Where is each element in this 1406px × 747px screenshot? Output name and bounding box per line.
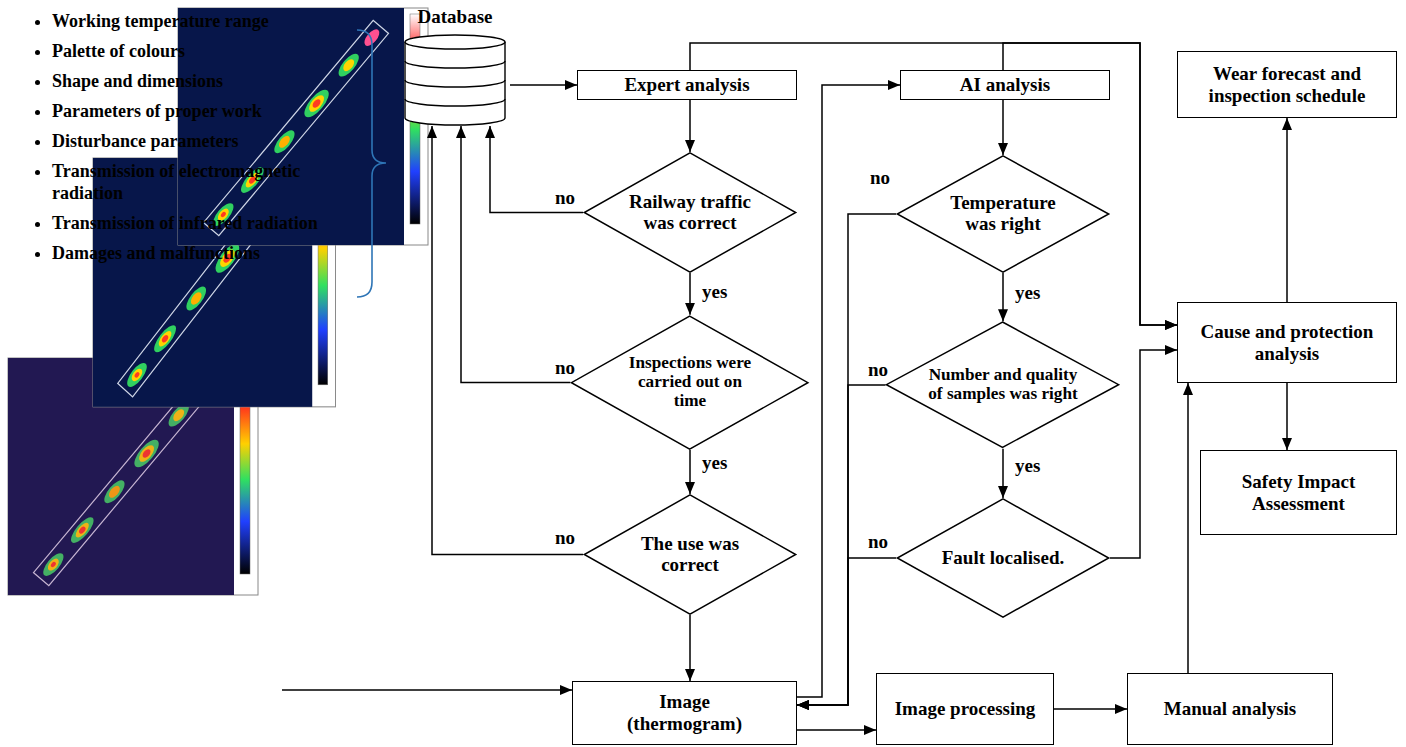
list-item: Disturbance parameters — [52, 130, 348, 152]
node-text: AI analysis — [960, 74, 1050, 96]
process-box: Manual analysis — [1127, 673, 1333, 745]
node-text: Railway traffic was correct — [615, 192, 765, 234]
node-text: The use was correct — [630, 534, 750, 576]
node-text: Cause and protection analysis — [1185, 321, 1389, 365]
connector-arrow — [432, 126, 583, 555]
parameter-list: Working temperature rangePalette of colo… — [18, 10, 348, 272]
branch-label: no — [866, 532, 890, 553]
input-arrow — [282, 689, 572, 691]
node-heading: Database — [418, 6, 493, 28]
node-text: Inspections were carried out on time — [620, 354, 760, 411]
process-box: Cause and protection analysis — [1177, 302, 1397, 383]
decision-diamond: Railway traffic was correct — [583, 152, 797, 273]
connector-arrow — [689, 615, 691, 681]
node-text: Number and quality of samples was right — [923, 366, 1083, 404]
node-text: Safety Impact Assessment — [1208, 471, 1389, 515]
branch-label: yes — [1013, 456, 1042, 477]
branch-label: no — [553, 188, 577, 209]
connector-arrow — [689, 100, 691, 152]
process-box: Wear forecast and inspection schedule — [1177, 51, 1397, 118]
connector-arrow — [1002, 449, 1004, 498]
node-text: Image (thermogram) — [622, 691, 747, 735]
process-box: Safety Impact Assessment — [1200, 450, 1397, 535]
connector-arrow — [461, 126, 570, 383]
database-cylinder: Database — [400, 6, 510, 126]
branch-label: yes — [1013, 283, 1042, 304]
process-box: Expert analysis — [577, 70, 797, 100]
decision-diamond: Temperature was right — [896, 155, 1110, 273]
branch-label: no — [866, 360, 890, 381]
node-text: Expert analysis — [624, 74, 749, 96]
connector-arrow — [510, 84, 577, 86]
curly-bracket — [357, 30, 386, 297]
connector-arrow — [1110, 350, 1177, 558]
list-item: Transmission of electromagnetic radiatio… — [52, 160, 348, 204]
image-box: Image (thermogram) — [572, 681, 797, 745]
node-text: Image processing — [895, 698, 1036, 720]
connector-arrow — [1286, 383, 1288, 450]
connector-arrow — [1002, 100, 1004, 155]
process-box: AI analysis — [900, 70, 1110, 100]
node-text: Wear forecast and inspection schedule — [1185, 63, 1389, 107]
thermogram-stack — [8, 8, 428, 595]
list-item: Parameters of proper work — [52, 100, 348, 122]
connector-arrow — [490, 126, 583, 213]
list-item: Damages and malfunctions — [52, 242, 348, 264]
decision-diamond: Inspections were carried out on time — [570, 315, 809, 450]
connector-arrow — [689, 273, 691, 315]
branch-label: no — [553, 528, 577, 549]
branch-label: no — [553, 358, 577, 379]
connector-arrow — [1187, 383, 1189, 673]
list-item: Palette of colours — [52, 40, 348, 62]
connector-arrow — [1054, 708, 1127, 710]
branch-label: yes — [700, 453, 729, 474]
connector-arrow — [797, 729, 876, 731]
list-item: Shape and dimensions — [52, 70, 348, 92]
connector-arrow — [1002, 273, 1004, 321]
database-cylinder-icon — [400, 34, 510, 126]
connector-arrow — [689, 450, 691, 494]
decision-diamond: Fault localised. — [896, 498, 1110, 618]
process-box: Image processing — [876, 673, 1054, 745]
branch-label: no — [868, 168, 892, 189]
connector-arrow — [1286, 118, 1288, 302]
decision-diamond: The use was correct — [583, 494, 797, 615]
connector-arrow — [797, 214, 896, 705]
node-text: Temperature was right — [938, 193, 1068, 235]
list-item: Transmission of infrared radiation — [52, 212, 348, 234]
list-item: Working temperature range — [52, 10, 348, 32]
decision-diamond: Number and quality of samples was right — [885, 321, 1120, 448]
branch-label: yes — [700, 282, 729, 303]
node-text: Fault localised. — [942, 548, 1064, 569]
node-text: Manual analysis — [1164, 698, 1297, 720]
